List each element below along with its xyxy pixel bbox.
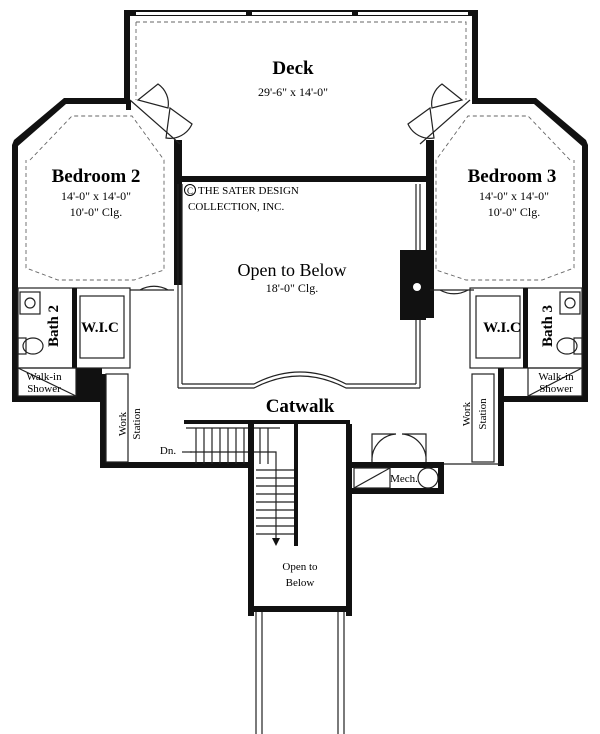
copyright-notice: C THE SATER DESIGN COLLECTION, INC. bbox=[184, 184, 299, 213]
deck-label: Deck bbox=[272, 58, 314, 79]
bedroom3-ceiling: 10'-0" Clg. bbox=[488, 205, 540, 219]
catwalk-label: Catwalk bbox=[266, 396, 335, 417]
deck-dims: 29'-6" x 14'-0" bbox=[258, 85, 328, 99]
copyright-line2: COLLECTION, INC. bbox=[188, 201, 284, 213]
bath2-label: Bath 2 bbox=[46, 305, 62, 347]
open-below-small-line1: Open to bbox=[282, 561, 318, 573]
copyright-line1: THE SATER DESIGN bbox=[198, 185, 299, 197]
copyright-symbol: C bbox=[187, 186, 193, 196]
bedroom2-dims: 14'-0" x 14'-0" bbox=[61, 189, 131, 203]
open-below-small-line2: Below bbox=[286, 577, 315, 589]
lower-corridor bbox=[248, 424, 352, 734]
open-to-below-label: Open to Below bbox=[238, 260, 347, 280]
work-left-line2: Station bbox=[131, 408, 143, 440]
deck-doors bbox=[129, 83, 471, 145]
catwalk-area bbox=[100, 373, 500, 494]
open-to-below-area bbox=[177, 176, 430, 389]
work-right-line2: Station bbox=[477, 398, 489, 430]
bedroom2-label: Bedroom 2 bbox=[52, 166, 141, 187]
bath3-label: Bath 3 bbox=[540, 305, 556, 347]
bedroom3-label: Bedroom 3 bbox=[468, 166, 557, 187]
stair-down-label: Dn. bbox=[160, 445, 176, 457]
bedroom3-dims: 14'-0" x 14'-0" bbox=[479, 189, 549, 203]
bedroom3-walls bbox=[426, 98, 588, 466]
bedroom2-walls bbox=[12, 98, 182, 402]
shower-left-line1: Walk-in bbox=[26, 371, 62, 383]
mech-label: Mech. bbox=[390, 473, 418, 485]
shower-left-line2: Shower bbox=[27, 383, 61, 395]
deck-area bbox=[124, 10, 478, 104]
bath2-wic-block bbox=[17, 287, 131, 397]
work-right-line1: Work bbox=[461, 401, 473, 426]
open-to-below-ceiling: 18'-0" Clg. bbox=[266, 281, 318, 295]
wic-left-label: W.I.C bbox=[81, 320, 119, 336]
shower-right-line2: Shower bbox=[539, 383, 573, 395]
work-left-line1: Work bbox=[117, 411, 129, 436]
mech-room bbox=[353, 433, 439, 489]
wic-right-label: W.I.C bbox=[483, 320, 521, 336]
bath3-wic-block bbox=[469, 287, 583, 397]
stair bbox=[182, 420, 350, 546]
bedroom2-ceiling: 10'-0" Clg. bbox=[70, 205, 122, 219]
shower-right-line1: Walk-in bbox=[538, 371, 574, 383]
